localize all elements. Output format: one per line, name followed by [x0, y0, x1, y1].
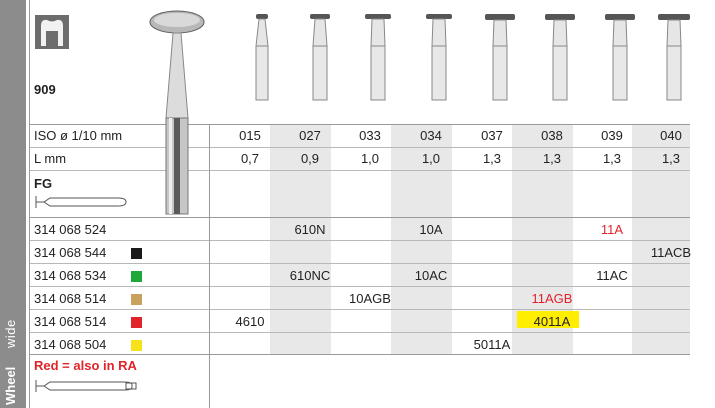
grid-line [29, 170, 690, 171]
length-value: 1,3 [542, 151, 562, 166]
grid-line [29, 147, 690, 148]
bur-icon-034 [426, 14, 452, 101]
tooth-icon [35, 15, 69, 49]
shank-type: FG [34, 176, 53, 191]
grid-line [29, 124, 690, 125]
length-value: 1,0 [421, 151, 441, 166]
iso-value: 027 [299, 128, 321, 143]
article-code: 11ACB [650, 245, 692, 260]
category-label: Wheel [3, 366, 18, 405]
product-code: 909 [34, 82, 56, 97]
article-code: 4011A [533, 314, 571, 329]
iso-value: 033 [359, 128, 381, 143]
column-stripe [270, 124, 331, 354]
length-value: 1,3 [602, 151, 622, 166]
bur-icon-039 [605, 14, 635, 101]
grid-line [29, 309, 690, 310]
reference-number: 314 068 544 [34, 245, 107, 260]
iso-value: 015 [239, 128, 261, 143]
article-code: 5011A [473, 337, 511, 352]
grid-line [29, 286, 690, 287]
article-code: 4610 [235, 314, 265, 329]
color-code-swatch [131, 340, 142, 351]
article-code: 10AC [414, 268, 448, 283]
article-code: 10A [419, 222, 443, 237]
iso-value: 034 [420, 128, 442, 143]
cell-highlight [517, 311, 579, 328]
bur-icon-040 [658, 14, 690, 101]
reference-number: 314 068 514 [34, 291, 107, 306]
length-value: 0,9 [300, 151, 320, 166]
bur-size-icons [255, 14, 690, 101]
color-code-swatch [131, 294, 142, 305]
grid-line [209, 124, 210, 408]
article-code: 11AC [596, 268, 628, 283]
grid-line [29, 217, 690, 218]
color-code-swatch [131, 248, 142, 259]
grid-line [29, 332, 690, 333]
bur-icon-037 [485, 14, 515, 101]
article-code: 11AGB [531, 291, 573, 306]
color-code-swatch [131, 317, 142, 328]
column-stripe [391, 124, 452, 354]
fg-shank-icon [35, 196, 127, 208]
iso-value: 039 [601, 128, 623, 143]
length-value: 1,3 [482, 151, 502, 166]
iso-value: 038 [541, 128, 563, 143]
reference-number: 314 068 524 [34, 222, 107, 237]
length-value: 1,3 [661, 151, 681, 166]
article-code: 11A [600, 222, 624, 237]
column-stripe [632, 124, 690, 354]
reference-number: 314 068 534 [34, 268, 107, 283]
bur-icon-027 [310, 14, 330, 101]
grid-line [29, 240, 690, 241]
legend-note: Red = also in RA [34, 358, 137, 373]
grid-line [29, 0, 30, 408]
bur-icon-033 [365, 14, 391, 101]
bur-icon-038 [545, 14, 575, 101]
grid-line [29, 354, 690, 355]
reference-number: 314 068 514 [34, 314, 107, 329]
length-value: 0,7 [240, 151, 260, 166]
color-code-swatch [131, 271, 142, 282]
iso-value: 037 [481, 128, 503, 143]
iso-value: 040 [660, 128, 682, 143]
grid-line [29, 263, 690, 264]
article-code: 610N [294, 222, 326, 237]
ra-shank-icon [35, 380, 137, 392]
bur-drawing [149, 10, 205, 215]
subcategory-label: wide [3, 319, 18, 348]
iso-label: ISO ø 1/10 mm [34, 128, 123, 143]
length-label: L mm [34, 151, 67, 166]
length-value: 1,0 [360, 151, 380, 166]
article-code: 610NC [289, 268, 331, 283]
side-category-bar: Wheel wide [0, 0, 26, 408]
article-code: 10AGB [349, 291, 391, 306]
bur-icon-015 [255, 14, 269, 101]
reference-number: 314 068 504 [34, 337, 107, 352]
